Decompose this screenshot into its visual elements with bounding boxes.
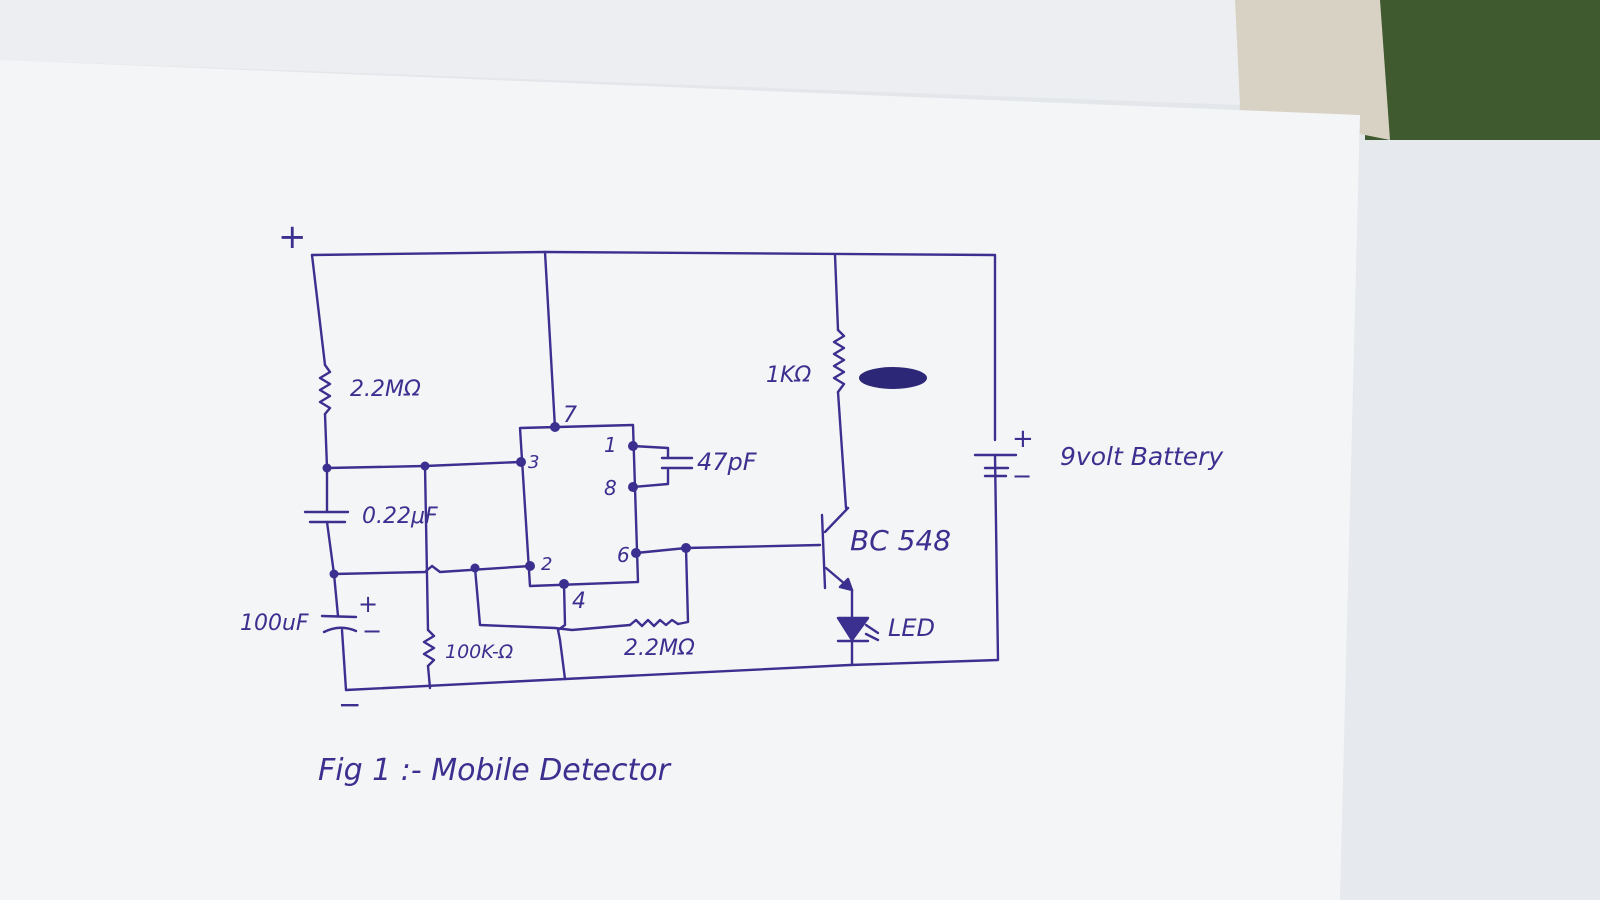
label-c3: 47pF bbox=[697, 448, 758, 476]
top-rail-wire bbox=[310, 250, 997, 442]
label-pin-3: 3 bbox=[528, 452, 539, 473]
resistor-r2 bbox=[422, 628, 436, 668]
label-pin-1: 1 bbox=[604, 433, 617, 457]
resistor-r3 bbox=[628, 618, 680, 628]
label-plus-top: + bbox=[278, 217, 307, 257]
wire-pin4-gnd bbox=[556, 582, 567, 681]
right-sheet bbox=[1340, 140, 1600, 900]
wire-left-top bbox=[310, 253, 327, 367]
wire-node2-c2 bbox=[332, 572, 340, 618]
ic-555-body bbox=[518, 423, 640, 588]
figure-caption: Fig 1 :- Mobile Detector bbox=[318, 753, 672, 788]
wire-node2-pin2 bbox=[332, 564, 532, 576]
label-bat-plus: + bbox=[1012, 424, 1034, 454]
label-pin-4: 4 bbox=[572, 589, 586, 614]
wire-pin8-c3 bbox=[631, 468, 670, 489]
label-pin-7: 7 bbox=[563, 403, 577, 428]
wire-top-r4 bbox=[833, 253, 840, 332]
wire-r3-pin6 bbox=[676, 546, 690, 626]
wire-r2-gnd bbox=[426, 664, 432, 690]
led-triangle bbox=[836, 616, 870, 642]
capacitor-c2-plate2 bbox=[322, 626, 358, 634]
wire-c1-node2 bbox=[325, 520, 336, 576]
led-ray-2 bbox=[864, 632, 880, 642]
green-corner bbox=[1365, 0, 1600, 140]
wire-vertical-r2 bbox=[423, 464, 430, 632]
wire-c2-gnd bbox=[340, 628, 348, 692]
label-cap-minus: − bbox=[362, 617, 382, 645]
label-battery: 9volt Battery bbox=[1060, 442, 1224, 471]
label-r1: 2.2MΩ bbox=[350, 377, 421, 402]
transistor-emitter-arrow bbox=[838, 577, 854, 592]
resistor-r4 bbox=[832, 328, 846, 394]
transistor-collector bbox=[823, 506, 850, 534]
label-pin-2: 2 bbox=[541, 554, 552, 575]
label-c2: 100uF bbox=[240, 611, 309, 636]
wire-pin7-top bbox=[543, 250, 557, 430]
circuit-drawing bbox=[303, 250, 1018, 692]
wire-r1-node bbox=[323, 412, 329, 470]
wire-r4-collector bbox=[836, 390, 850, 510]
label-c1: 0.22μF bbox=[362, 504, 438, 529]
transistor-base-bar bbox=[820, 513, 827, 590]
led-ray-1 bbox=[864, 623, 880, 635]
label-pin-6: 6 bbox=[617, 543, 630, 567]
junction-dots bbox=[322, 422, 691, 589]
label-minus-bottom: − bbox=[338, 688, 361, 721]
wire-pin1-c3 bbox=[631, 444, 670, 460]
paper-sheet bbox=[0, 60, 1360, 900]
label-bat-minus: − bbox=[1012, 462, 1032, 490]
wire-node-r3 bbox=[473, 566, 632, 632]
label-pin-8: 8 bbox=[604, 476, 617, 500]
label-r3: 2.2MΩ bbox=[624, 636, 695, 661]
label-r4: 1KΩ bbox=[766, 363, 811, 388]
label-transistor: BC 548 bbox=[850, 524, 951, 557]
label-r2: 100K-Ω bbox=[445, 641, 514, 663]
label-cap-plus: + bbox=[358, 590, 378, 618]
ink-blot bbox=[859, 367, 927, 389]
label-led: LED bbox=[888, 614, 935, 642]
notebook-edge bbox=[1230, 0, 1390, 140]
ground-rail-wire bbox=[344, 453, 1000, 692]
resistor-r1 bbox=[318, 363, 332, 416]
back-sheet bbox=[0, 0, 1240, 105]
capacitor-c2-plate1 bbox=[320, 614, 358, 619]
